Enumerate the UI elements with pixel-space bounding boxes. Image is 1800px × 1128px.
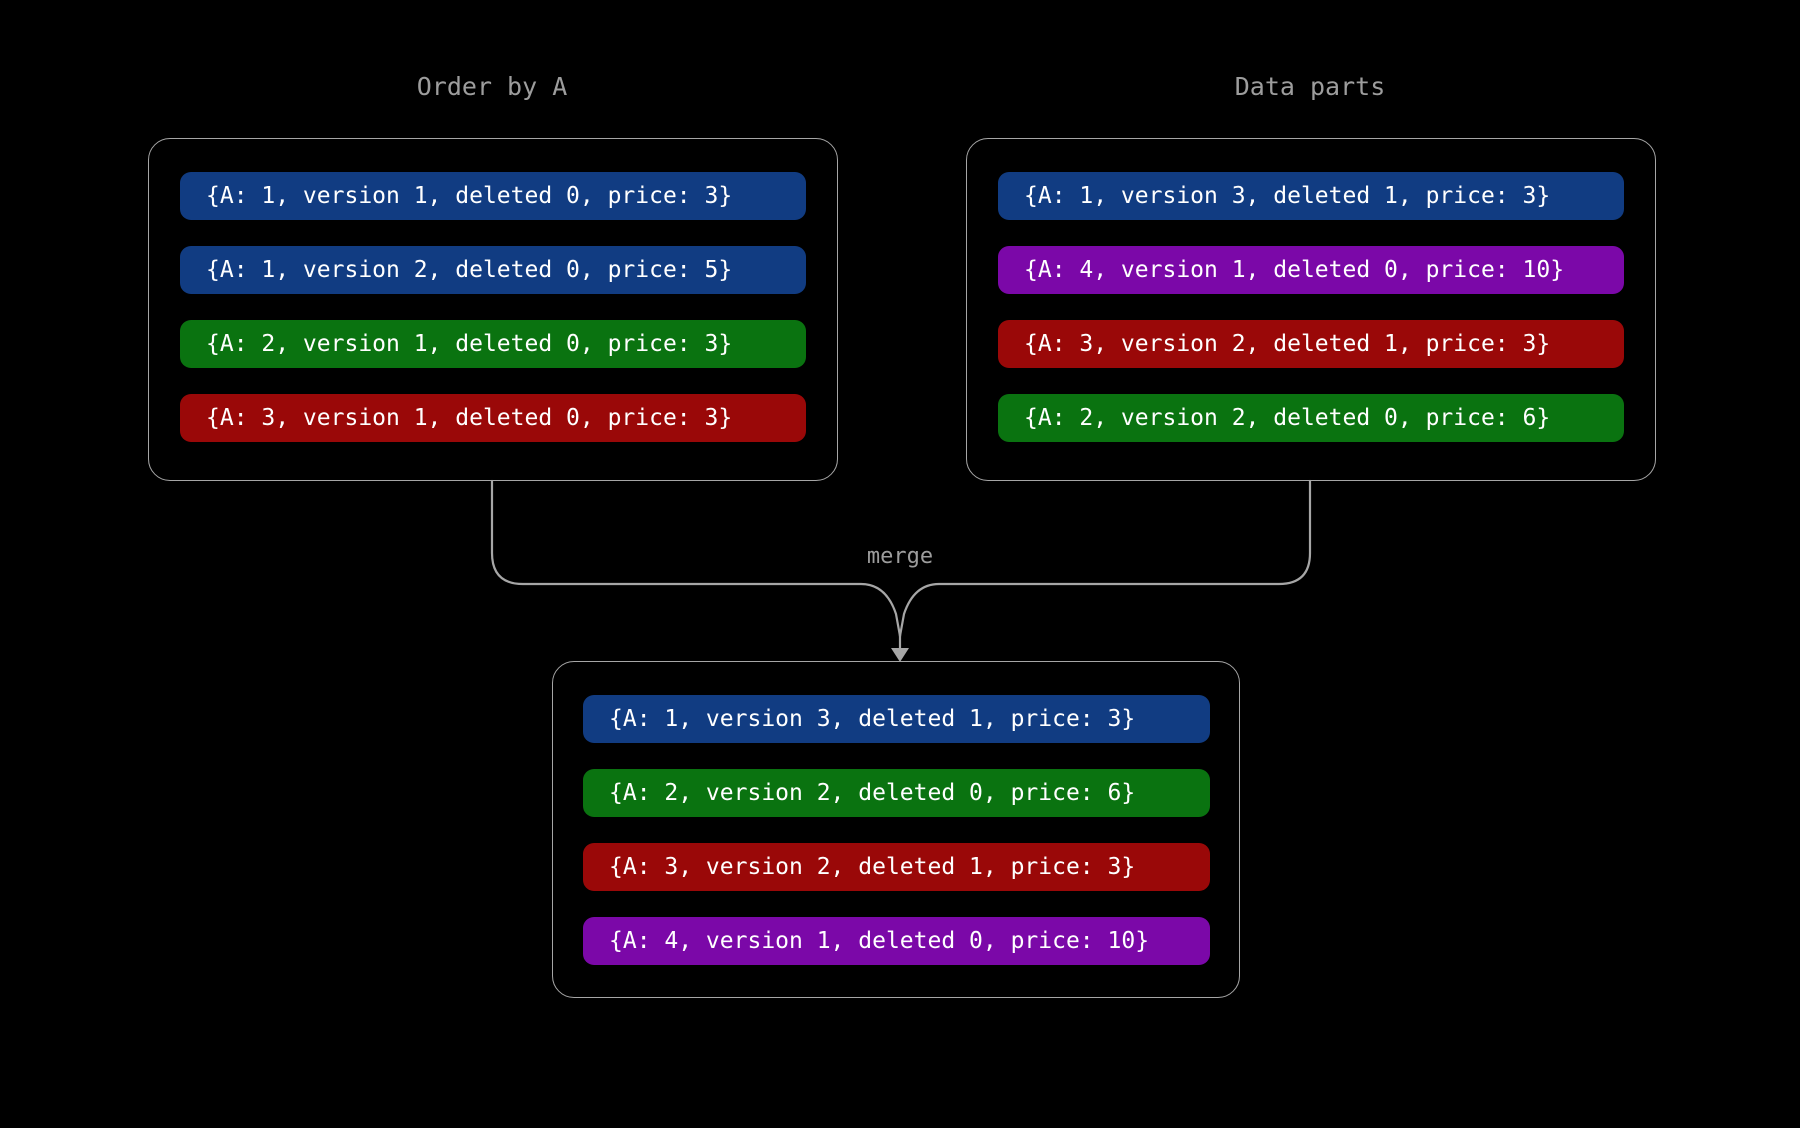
record-pill[interactable]: {A: 2, version 2, deleted 0, price: 6}: [998, 394, 1624, 442]
panel-order-by-a: [148, 138, 838, 481]
panel-title-order-by-a: Order by A: [416, 72, 568, 101]
record-pill[interactable]: {A: 4, version 1, deleted 0, price: 10}: [583, 917, 1210, 965]
panel-data-parts: [966, 138, 1656, 481]
record-pill[interactable]: {A: 1, version 2, deleted 0, price: 5}: [180, 246, 806, 294]
record-pill[interactable]: {A: 3, version 1, deleted 0, price: 3}: [180, 394, 806, 442]
arrowhead-icon: [891, 648, 909, 662]
merge-edge-label: merge: [866, 544, 934, 569]
record-pill[interactable]: {A: 2, version 2, deleted 0, price: 6}: [583, 769, 1210, 817]
record-pill[interactable]: {A: 2, version 1, deleted 0, price: 3}: [180, 320, 806, 368]
record-pill[interactable]: {A: 1, version 3, deleted 1, price: 3}: [583, 695, 1210, 743]
record-pill[interactable]: {A: 4, version 1, deleted 0, price: 10}: [998, 246, 1624, 294]
record-pill[interactable]: {A: 1, version 1, deleted 0, price: 3}: [180, 172, 806, 220]
panel-title-data-parts: Data parts: [1234, 72, 1386, 101]
connector-left-path: [490, 479, 902, 638]
panel-merged-result: [552, 661, 1240, 998]
record-pill[interactable]: {A: 3, version 2, deleted 1, price: 3}: [998, 320, 1624, 368]
connector-right-path: [898, 479, 1312, 638]
record-pill[interactable]: {A: 1, version 3, deleted 1, price: 3}: [998, 172, 1624, 220]
record-pill[interactable]: {A: 3, version 2, deleted 1, price: 3}: [583, 843, 1210, 891]
